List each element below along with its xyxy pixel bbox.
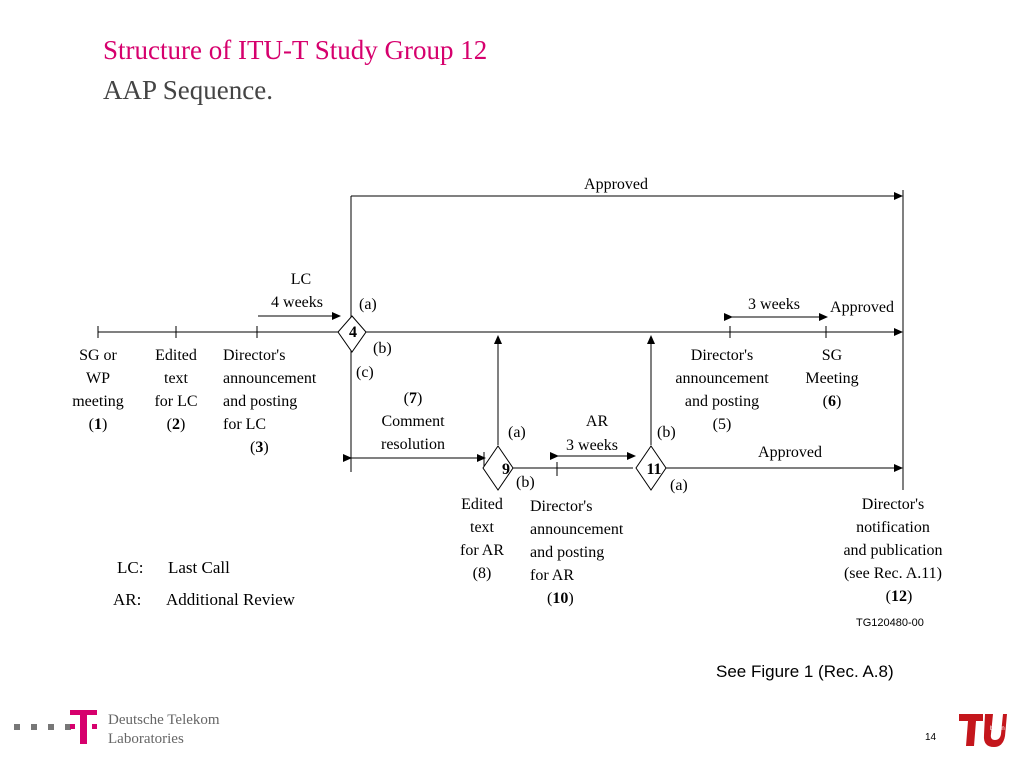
legend-ar-abbr: AR: — [113, 590, 142, 609]
step-1-label: SG or WP meeting (1) — [72, 347, 124, 433]
step-10-label: Director's announcement and posting for … — [530, 498, 624, 607]
figure-reference: TG120480-00 — [856, 617, 924, 629]
approved-main-label: Approved — [830, 299, 894, 316]
page-number: 14 — [925, 732, 937, 743]
legend-lc-full: Last Call — [168, 558, 230, 577]
branch-b-11: (b) — [657, 424, 676, 441]
branch-c-4: (c) — [356, 364, 374, 381]
ar-duration-label: 3 weeks — [566, 437, 618, 454]
decision-9-label: 9 — [502, 461, 510, 478]
ar-label: AR — [585, 413, 609, 430]
decision-4-diamond — [337, 315, 367, 353]
page-subtitle: AAP Sequence. — [103, 75, 273, 105]
tu-logo-text: berlin — [990, 726, 1005, 732]
legend-lc-abbr: LC: — [117, 558, 144, 577]
decision-9-diamond — [482, 445, 514, 491]
branch-a-9: (a) — [508, 424, 526, 441]
branch-b-4: (b) — [373, 340, 392, 357]
see-figure-note: See Figure 1 (Rec. A.8) — [716, 662, 894, 681]
step-5-label: Director's announcement and posting (5) — [675, 347, 769, 433]
branch-b-9: (b) — [516, 474, 535, 491]
footer-dots — [14, 724, 71, 730]
sg-three-weeks-label: 3 weeks — [748, 296, 800, 313]
step-2-label: Edited text for LC (2) — [154, 347, 198, 433]
lc-duration-label: 4 weeks — [271, 294, 323, 311]
tu-berlin-logo-icon: berlin — [959, 714, 1007, 747]
branch-a-11: (a) — [670, 477, 688, 494]
decision-11-diamond — [635, 445, 667, 491]
company-name: Deutsche Telekom Laboratories — [108, 712, 220, 747]
legend-ar-full: Additional Review — [166, 590, 295, 609]
step-7-label: (7) Comment resolution — [381, 390, 445, 453]
branch-a-4: (a) — [359, 296, 377, 313]
step-3-label: Director's announcement and posting for … — [223, 347, 317, 456]
lc-label: LC — [290, 271, 312, 288]
page-title: Structure of ITU-T Study Group 12 — [103, 35, 488, 65]
approved-top-label: Approved — [584, 176, 648, 193]
decision-4-label: 4 — [349, 324, 357, 341]
telekom-t-logo-icon — [70, 710, 97, 744]
decision-11-label: 11 — [646, 461, 662, 478]
approved-lower-label: Approved — [758, 444, 822, 461]
step-8-label: Edited text for AR (8) — [460, 496, 504, 582]
step-6-label: SG Meeting (6) — [805, 347, 859, 410]
step-12-label: Director's notification and publication … — [843, 496, 943, 605]
